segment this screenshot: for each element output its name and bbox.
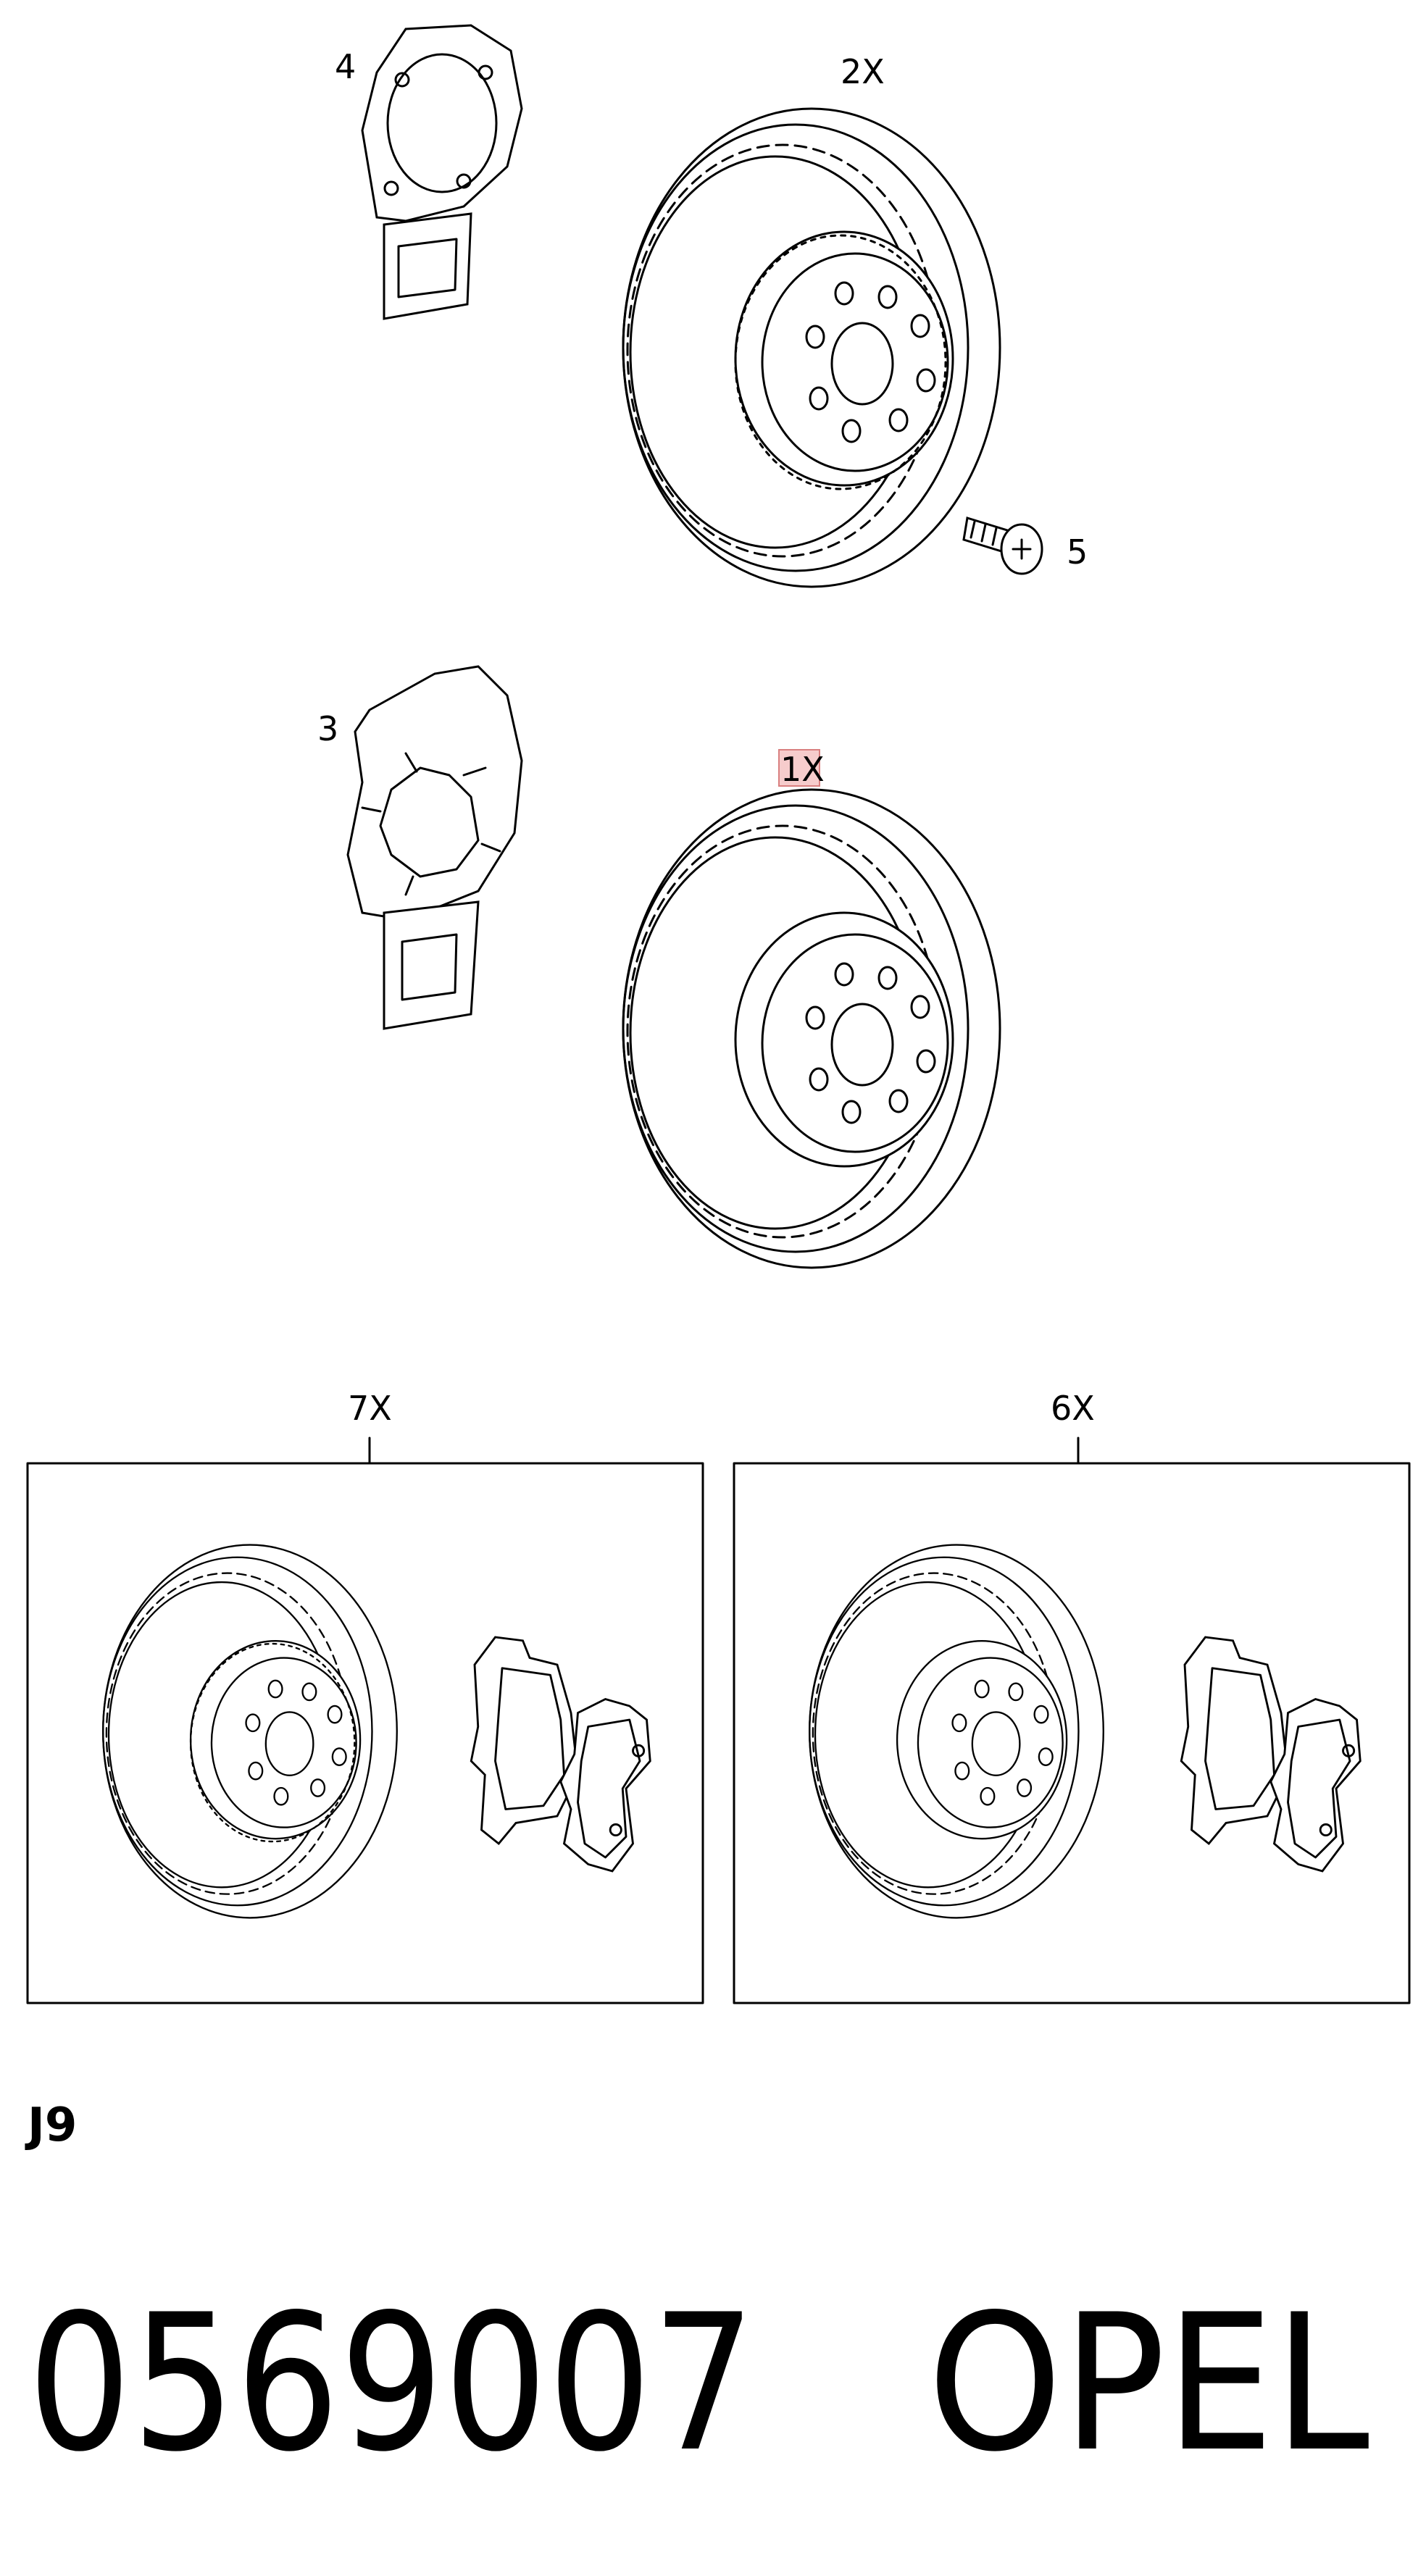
kit-box-7x	[26, 1437, 704, 2004]
kit-box-6x	[733, 1437, 1411, 2004]
callout-3: 3	[317, 709, 338, 748]
callout-1x-highlight	[778, 749, 820, 787]
part-number: 0569007	[28, 2275, 756, 2493]
brand-name: OPEL	[927, 2275, 1370, 2493]
callout-4: 4	[335, 47, 356, 86]
callout-7x: 7X	[348, 1389, 392, 1428]
dust-shield-part-4	[361, 24, 523, 320]
callout-2x: 2X	[841, 52, 885, 91]
section-code: J9	[25, 2099, 77, 2152]
screw-part-5	[962, 517, 1043, 575]
callout-1x: 1X	[780, 750, 825, 789]
callout-5: 5	[1067, 532, 1088, 572]
brake-disc-2x	[622, 107, 1001, 588]
splash-shield-part-3	[346, 665, 523, 1030]
callout-6x: 6X	[1051, 1389, 1095, 1428]
brake-disc-1x	[622, 788, 1001, 1269]
